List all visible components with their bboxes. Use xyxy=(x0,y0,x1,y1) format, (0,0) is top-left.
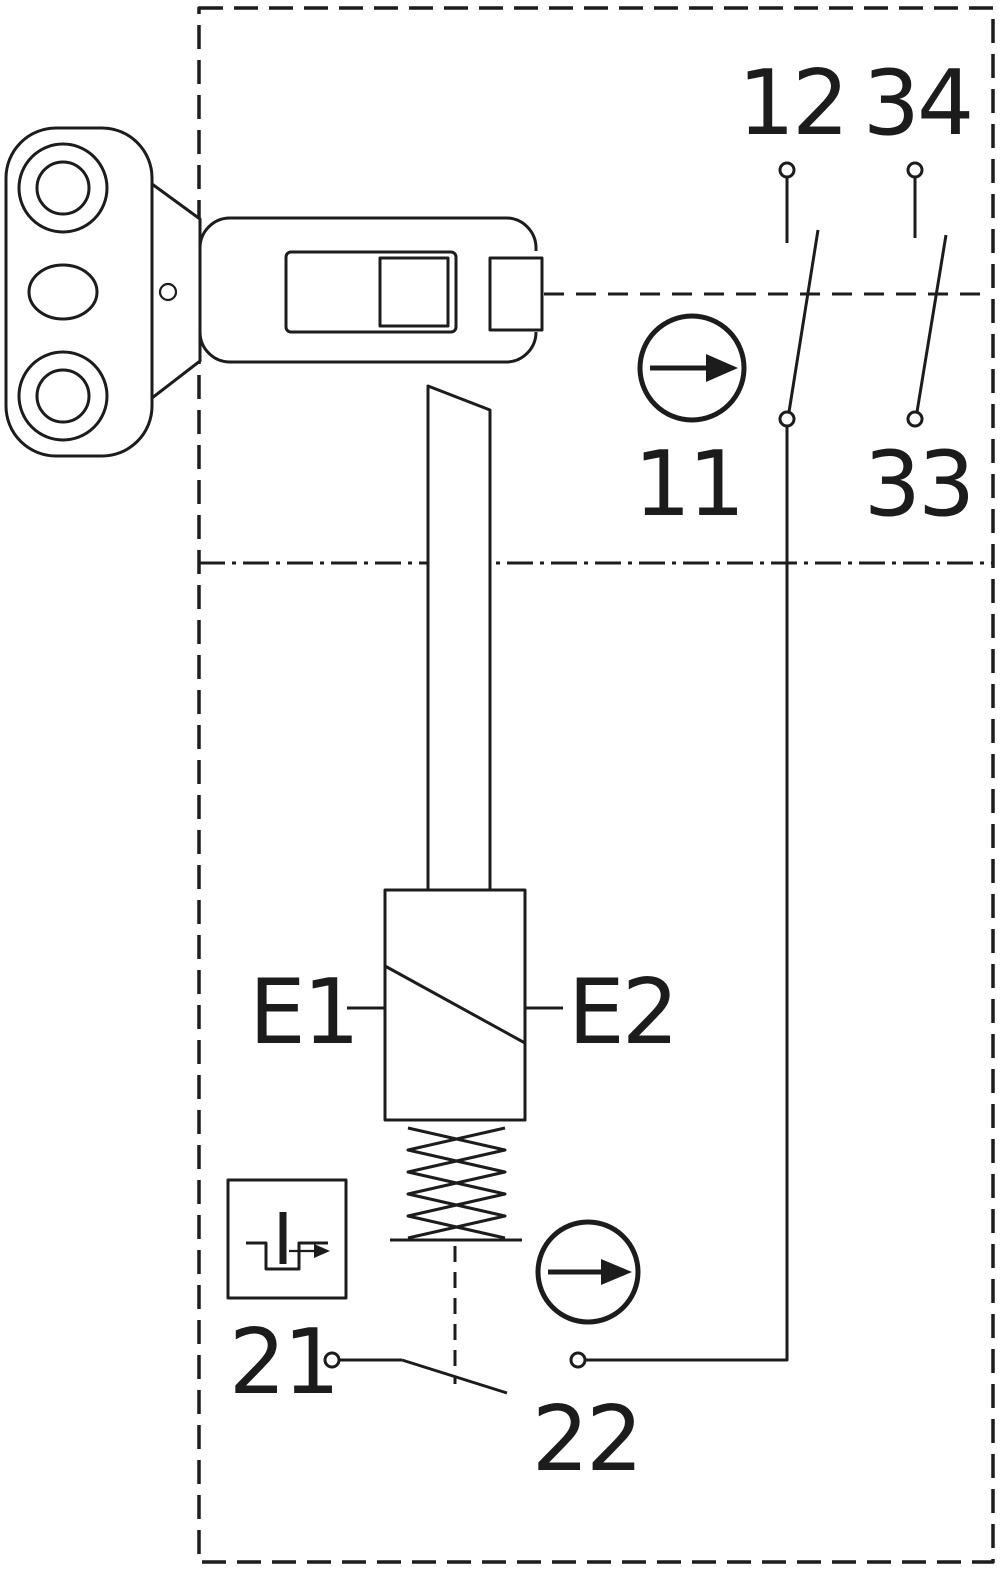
solenoid-coil-diagonal xyxy=(384,964,526,1045)
return-spring xyxy=(390,1126,522,1242)
actuator-key xyxy=(4,126,202,458)
terminal-33-dot xyxy=(906,410,924,428)
solenoid-body xyxy=(347,888,563,1122)
spring-zigzag-b xyxy=(406,1126,507,1240)
contact-33-34-blade xyxy=(915,234,948,413)
plunger-position-monitor-icon xyxy=(226,1178,348,1300)
switch-head-latch-block xyxy=(488,256,544,332)
actuator-bottom-roller-inner xyxy=(35,368,91,424)
label-contact-33: 33 xyxy=(864,432,973,537)
contact-33-34 xyxy=(906,161,948,428)
switch-head-cam-block xyxy=(378,256,450,328)
actuator-top-roller-inner xyxy=(35,160,91,216)
monitor-icon-notch xyxy=(246,1241,328,1271)
label-contact-11: 11 xyxy=(634,432,743,537)
terminal-34-dot xyxy=(906,161,924,179)
contact-11-12-blade xyxy=(787,229,820,413)
label-contact-22: 22 xyxy=(532,1387,641,1492)
switch-head xyxy=(198,216,544,364)
arrow-head-top xyxy=(706,354,738,382)
contact-21-22 xyxy=(323,1246,587,1395)
terminal-11-dot xyxy=(778,410,796,428)
monitor-icon-arrow-head xyxy=(314,1244,330,1258)
plunger-rod xyxy=(426,384,492,892)
contact-11-12 xyxy=(778,161,820,428)
label-contact-34: 34 xyxy=(863,51,972,156)
actuation-direction-arrow-icon-bottom xyxy=(535,1219,641,1325)
arrow-head-bottom xyxy=(601,1259,632,1285)
actuator-middle-slot xyxy=(27,263,99,321)
actuator-screw xyxy=(158,282,178,302)
enclosure-dashed-border xyxy=(197,6,995,1564)
label-solenoid-e2: E2 xyxy=(568,960,676,1065)
label-contact-21: 21 xyxy=(229,1310,338,1415)
actuation-direction-arrow-icon-top xyxy=(637,313,747,423)
label-contact-12: 12 xyxy=(738,51,847,156)
monitor-icon-frame xyxy=(226,1178,348,1300)
label-solenoid-e1: E1 xyxy=(249,960,357,1065)
wire-11-to-22 xyxy=(585,426,789,1362)
terminal-22-dot xyxy=(569,1351,587,1369)
terminal-12-dot xyxy=(778,161,796,179)
